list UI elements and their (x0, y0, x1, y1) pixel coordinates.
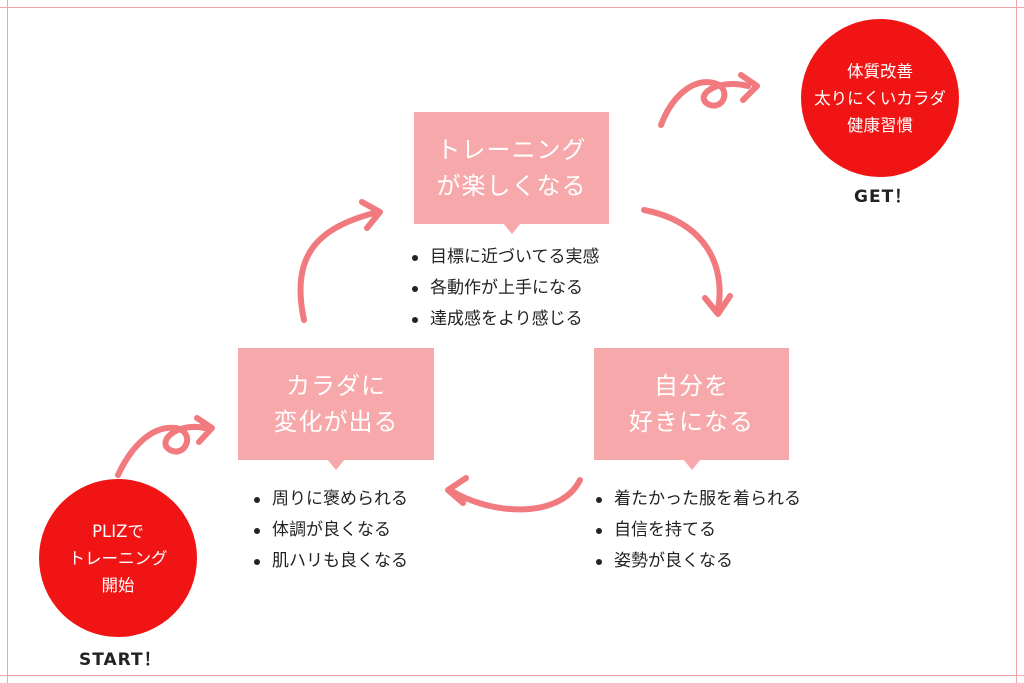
bullet-list-right: 着たかった服を着られる 自信を持てる 姿勢が良くなる (596, 484, 801, 577)
start-caption: START！ (79, 650, 162, 670)
frame-left-line (7, 0, 8, 683)
start-circle: PLIZで トレーニング 開始 (39, 479, 197, 637)
bullet-dot (596, 496, 602, 503)
list-item: 周りに褒められる (254, 484, 408, 515)
box-like-yourself-line1: 自分を (654, 372, 729, 400)
list-item: 各動作が上手になる (412, 273, 600, 304)
arrow-start-to-left (115, 423, 208, 478)
goal-circle: 体質改善 太りにくいカラダ 健康習慣 (801, 19, 959, 177)
bullet-list-top: 目標に近づいてる実感 各動作が上手になる 達成感をより感じる (412, 242, 600, 335)
frame-top-line (0, 7, 1024, 8)
bullet-dot (254, 496, 260, 503)
box-body-changes-line2: 変化が出る (273, 408, 399, 436)
goal-line1: 体質改善 (847, 61, 913, 81)
bullet-dot (596, 527, 602, 534)
bullet-dot (254, 527, 260, 534)
bullet-dot (412, 285, 418, 292)
goal-caption: GET！ (854, 187, 913, 207)
list-item: 目標に近づいてる実感 (412, 242, 600, 273)
start-line3: 開始 (101, 575, 135, 595)
goal-line2: 太りにくいカラダ (814, 88, 946, 108)
box-training-enjoyable: トレーニング が楽しくなる (414, 112, 609, 234)
arrow-top-to-right (641, 207, 723, 313)
bullet-list-left: 周りに褒められる 体調が良くなる 肌ハリも良くなる (254, 484, 408, 577)
arrow-top-to-right-head (702, 293, 733, 317)
start-line2: トレーニング (68, 548, 168, 568)
list-item: 自信を持てる (596, 515, 801, 546)
bullet-dot (254, 558, 260, 565)
arrow-left-to-top (297, 210, 377, 323)
arrow-right-to-left-head (445, 475, 469, 506)
goal-line3: 健康習慣 (847, 115, 913, 135)
bullet-dot (412, 254, 418, 261)
box-like-yourself: 自分を 好きになる (594, 348, 789, 470)
list-item: 肌ハリも良くなる (254, 546, 408, 577)
box-training-enjoyable-line1: トレーニング (436, 136, 587, 164)
frame-right-line (1016, 0, 1017, 683)
arrow-top-to-goal-head (738, 72, 760, 103)
box-body-changes-line1: カラダに (286, 372, 386, 400)
list-item: 体調が良くなる (254, 515, 408, 546)
frame-bottom-line (0, 675, 1024, 676)
arrow-start-to-left-head (194, 415, 215, 445)
list-item: 姿勢が良くなる (596, 546, 801, 577)
arrow-left-to-top-head (359, 199, 383, 231)
start-line1: PLIZで (92, 521, 144, 541)
arrow-top-to-goal (658, 79, 751, 128)
box-body-changes: カラダに 変化が出る (238, 348, 434, 470)
arrow-right-to-left (447, 477, 583, 513)
box-like-yourself-line2: 好きになる (629, 408, 754, 436)
box-training-enjoyable-line2: が楽しくなる (436, 172, 587, 200)
bullet-dot (596, 558, 602, 565)
bullet-dot (412, 316, 418, 323)
list-item: 着たかった服を着られる (596, 484, 801, 515)
list-item: 達成感をより感じる (412, 304, 600, 335)
